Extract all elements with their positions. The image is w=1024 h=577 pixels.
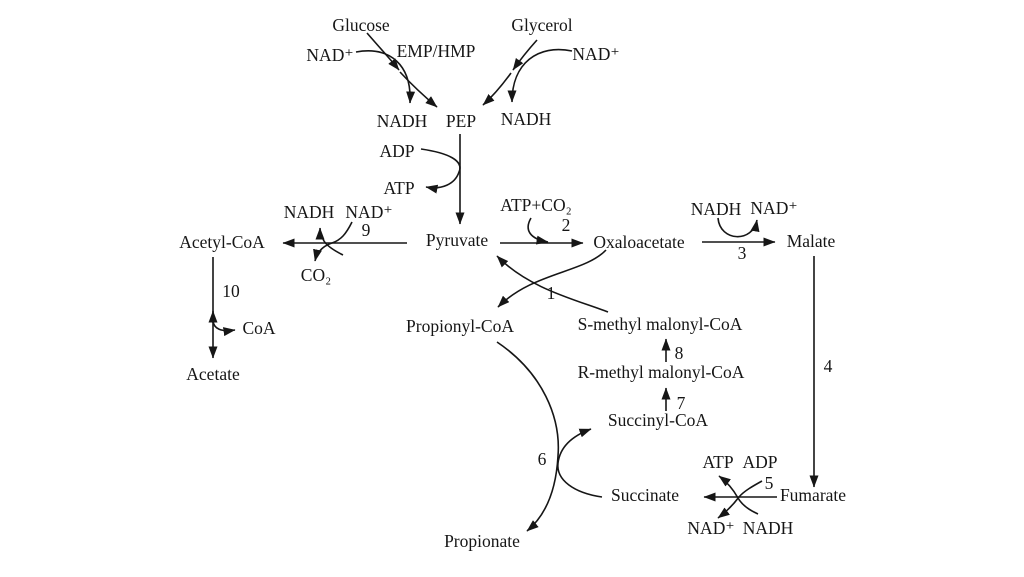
metabolite-propionate-label: Propionate <box>444 531 520 551</box>
glycerol-to-pep-arrow-lower <box>482 72 512 106</box>
arrows <box>208 32 819 532</box>
cofactor-coa-r10-label: CoA <box>242 318 275 338</box>
atp-co2-input-curve <box>527 217 549 245</box>
r5-cofactor-curve-to-atp <box>718 475 759 515</box>
glucose-to-pep-arrow-lower <box>399 71 438 108</box>
metabolite-succinate-label: Succinate <box>611 485 679 505</box>
cofactor-adp-pep-label: ADP <box>379 141 414 161</box>
oxaloacetate-to-propionylcoa-curve <box>497 249 607 308</box>
metabolite-r-methyl-malonyl-coa-label: R-methyl malonyl-CoA <box>578 362 745 382</box>
smethylmalonyl-to-pyruvate-curve <box>496 255 609 313</box>
metabolite-acetate-label: Acetate <box>186 364 240 384</box>
labels: Glucose Glycerol NAD⁺ EMP/HMP NAD⁺ NADH … <box>179 15 846 551</box>
metabolite-propionyl-coa-label: Propionyl-CoA <box>406 316 514 336</box>
reaction-number-4: 4 <box>824 356 833 376</box>
cofactor-nadh-glycerol-label: NADH <box>501 109 552 129</box>
cofactor-nad-glucose-label: NAD⁺ <box>306 45 353 65</box>
adp-to-atp-curve <box>420 148 461 194</box>
reaction-number-8: 8 <box>675 343 684 363</box>
nad-to-nadh-curve-glycerol <box>507 48 573 103</box>
pathway-emp-hmp-label: EMP/HMP <box>397 41 476 61</box>
cofactor-co2-r9-label: CO₂ <box>301 265 331 285</box>
reaction-number-9: 9 <box>362 220 371 240</box>
cofactor-nadh-r3-label: NADH <box>691 199 742 219</box>
coa-release-curve <box>212 320 236 337</box>
r5-cofactor-curve-to-nad <box>717 480 763 519</box>
cofactor-atp-pep-label: ATP <box>383 178 414 198</box>
reaction-number-6: 6 <box>538 449 547 469</box>
to-nadh-curve-r9 <box>315 227 344 256</box>
metabolite-acetyl-coa-label: Acetyl-CoA <box>179 232 265 252</box>
metabolite-fumarate-label: Fumarate <box>780 485 846 505</box>
metabolite-pyruvate-label: Pyruvate <box>426 230 488 250</box>
propionylcoa-to-propionate-curve <box>496 341 560 532</box>
cofactor-nadh-r9-label: NADH <box>284 202 335 222</box>
glycerol-to-pep-arrow-upper <box>512 39 538 71</box>
nadh-to-nad-curve-r3 <box>717 217 760 238</box>
metabolite-glucose-label: Glucose <box>332 15 390 35</box>
metabolite-glycerol-label: Glycerol <box>511 15 572 35</box>
metabolite-malate-label: Malate <box>787 231 836 251</box>
metabolite-s-methyl-malonyl-coa-label: S-methyl malonyl-CoA <box>578 314 743 334</box>
succinate-to-succinylcoa-curve <box>557 428 603 498</box>
cofactor-adp-r5-label: ADP <box>742 452 777 472</box>
reaction-number-2: 2 <box>562 215 571 235</box>
cofactor-nadh-glucose-label: NADH <box>377 111 428 131</box>
nad-to-nadh-curve-glucose <box>355 50 416 104</box>
cofactor-nadh-r5-label: NADH <box>743 518 794 538</box>
reaction-number-3: 3 <box>738 243 747 263</box>
cofactor-nad-glycerol-label: NAD⁺ <box>572 44 619 64</box>
reaction-number-1: 1 <box>547 283 556 303</box>
reaction-number-10: 10 <box>222 281 240 301</box>
metabolite-succinyl-coa-label: Succinyl-CoA <box>608 410 708 430</box>
cofactor-nad-r9-label: NAD⁺ <box>345 202 392 222</box>
metabolite-pep-label: PEP <box>446 111 476 131</box>
nad-to-co2-curve-r9 <box>313 221 353 262</box>
cofactor-nad-r5-label: NAD⁺ <box>687 518 734 538</box>
cofactor-nad-r3-label: NAD⁺ <box>750 198 797 218</box>
cofactor-atp-r5-label: ATP <box>702 452 733 472</box>
reaction-number-7: 7 <box>677 393 686 413</box>
cofactor-atp-co2-r2-label: ATP+CO₂ <box>500 195 571 215</box>
reaction-number-5: 5 <box>765 473 774 493</box>
metabolite-oxaloacetate-label: Oxaloacetate <box>593 232 685 252</box>
